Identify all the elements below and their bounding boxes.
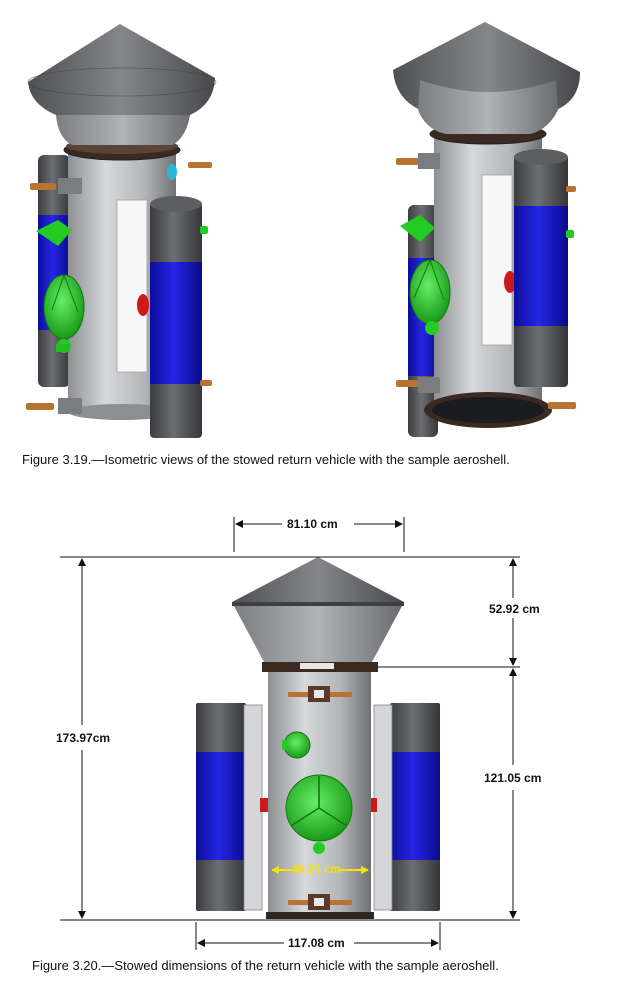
isometric-view-left xyxy=(26,24,217,438)
stowed-dimensions-view xyxy=(196,557,440,919)
aeroshell-width-label: 81.10 cm xyxy=(287,517,338,531)
aeroshell-height-label: 52.92 cm xyxy=(489,602,540,616)
figure-3-19-caption: Figure 3.19.—Isometric views of the stow… xyxy=(22,452,510,467)
total-height-label: 173.97cm xyxy=(56,731,111,745)
isometric-view-right xyxy=(393,22,580,437)
body-height-label: 121.05 cm xyxy=(484,771,542,785)
total-width-label: 117.08 cm xyxy=(288,936,345,950)
figure-3-20-caption: Figure 3.20.—Stowed dimensions of the re… xyxy=(32,958,499,973)
dimension-lines xyxy=(60,517,520,950)
body-width-label: 45.21 cm xyxy=(292,864,341,876)
